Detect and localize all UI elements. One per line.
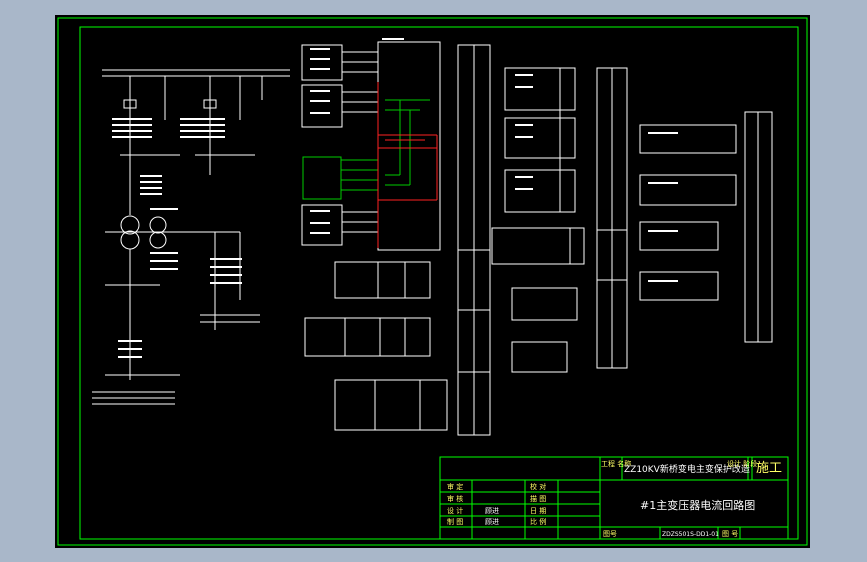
stage-value: 施工 [756, 461, 782, 476]
row-3-mid: 顾进 [485, 507, 499, 515]
title-block [439, 456, 789, 540]
drawing-sheet [55, 15, 810, 548]
terminal-block-3 [639, 111, 773, 343]
row-2-right: 描 图 [530, 494, 546, 503]
row-1-left: 审 定 [447, 482, 463, 491]
row-3-right: 日 期 [530, 507, 546, 515]
title-block-text: 工程 名称 ZZ10KV新桥变电主变保护改造 设计 阶段 施工 #1主变压器电流… [447, 459, 782, 538]
terminal-strip-1 [457, 44, 491, 436]
row-4-right: 比 例 [530, 517, 546, 526]
drawing-title: #1主变压器电流回路图 [640, 498, 755, 512]
drawing-number: ZDZS501S-DD1-01 [662, 531, 719, 538]
row-4-mid: 顾进 [485, 518, 499, 526]
green-wiring [302, 99, 430, 200]
inner-frame [79, 26, 799, 540]
drawing-number-label: 图号 [603, 530, 617, 538]
single-line-labels [112, 118, 242, 358]
outer-frame [57, 17, 808, 546]
sheet-label: 图 号 [722, 530, 738, 538]
row-1-right: 校 对 [530, 482, 546, 491]
row-4-left: 制 图 [447, 517, 463, 526]
stage-label: 设计 阶段 [727, 459, 757, 468]
row-2-left: 审 核 [447, 494, 463, 503]
terminal-block-2 [491, 67, 585, 373]
relay-groups [304, 261, 448, 431]
project-name: ZZ10KV新桥变电主变保护改造 [624, 463, 750, 475]
component-label-marks [310, 38, 678, 282]
terminal-strip-2 [596, 67, 628, 369]
row-3-left: 设 计 [447, 506, 463, 515]
red-wiring [377, 82, 438, 248]
project-label: 工程 名称 [601, 459, 631, 468]
